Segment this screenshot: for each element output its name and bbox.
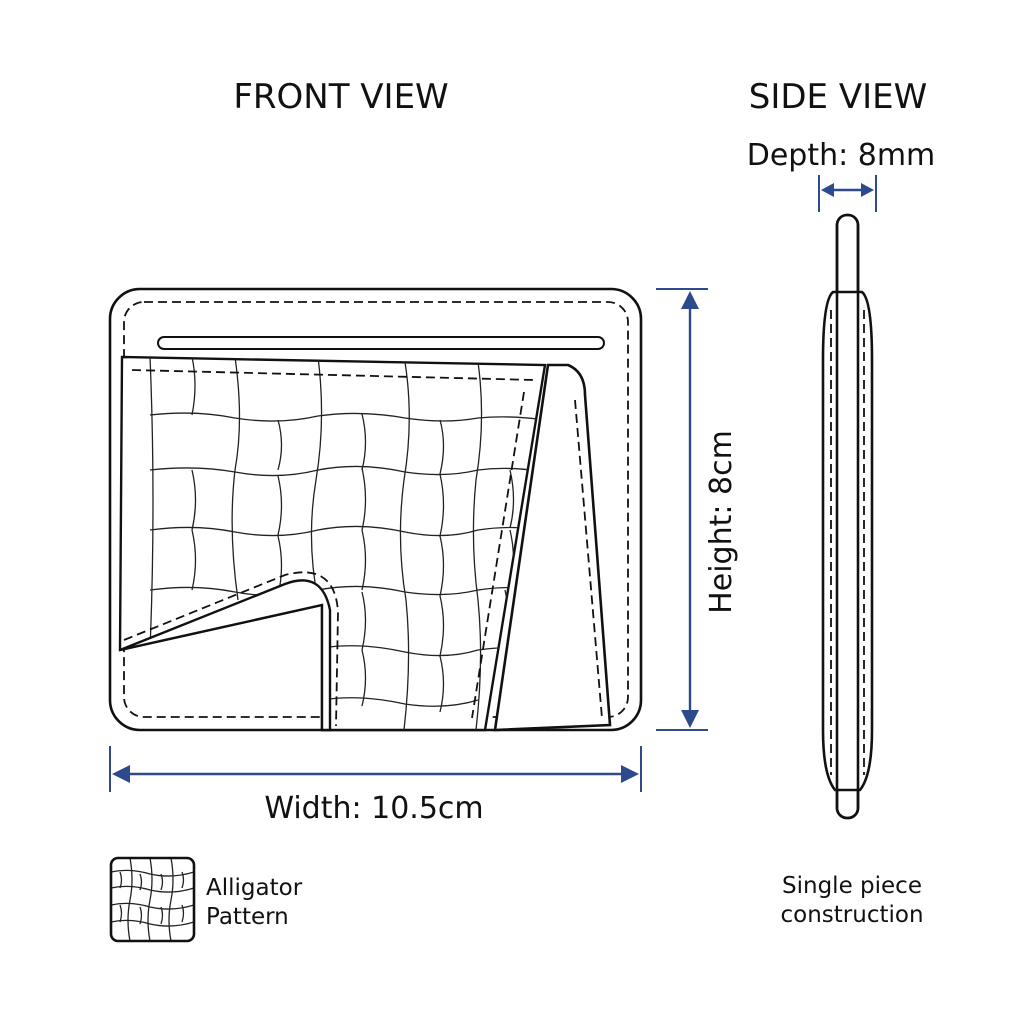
- back-pocket-stitching: [574, 399, 603, 719]
- depth-label: Depth: 8mm: [747, 138, 936, 173]
- front-view-title: FRONT VIEW: [233, 77, 448, 117]
- arrowhead-left-icon: [821, 183, 834, 197]
- back-card-pocket: [493, 363, 612, 732]
- alligator-scale-pattern: [149, 357, 545, 730]
- side-profile-pocket: [821, 290, 874, 792]
- arrowhead-right-icon: [621, 765, 639, 783]
- wallet-front-view: [108, 287, 643, 732]
- legend-label-line2: Pattern: [206, 904, 289, 930]
- arrowhead-right-icon: [861, 183, 874, 197]
- alligator-legend: Alligator Pattern: [109, 856, 303, 943]
- construction-note-line2: construction: [780, 902, 923, 928]
- height-dimension: Height: 8cm: [656, 288, 739, 731]
- alligator-texture-swatch-icon: [109, 856, 196, 943]
- arrowhead-left-icon: [112, 765, 130, 783]
- alligator-front-pocket: [118, 355, 547, 732]
- depth-dimension: [818, 175, 877, 212]
- construction-note-line1: Single piece: [782, 873, 922, 899]
- arrowhead-up-icon: [681, 291, 699, 309]
- width-label: Width: 10.5cm: [264, 791, 483, 826]
- height-label: Height: 8cm: [704, 430, 739, 614]
- top-card-slot: [157, 336, 605, 350]
- width-dimension: Width: 10.5cm: [109, 746, 642, 826]
- legend-label-line1: Alligator: [206, 875, 303, 901]
- side-view-title: SIDE VIEW: [749, 77, 927, 117]
- wallet-side-view: [821, 213, 874, 820]
- arrowhead-down-icon: [681, 710, 699, 728]
